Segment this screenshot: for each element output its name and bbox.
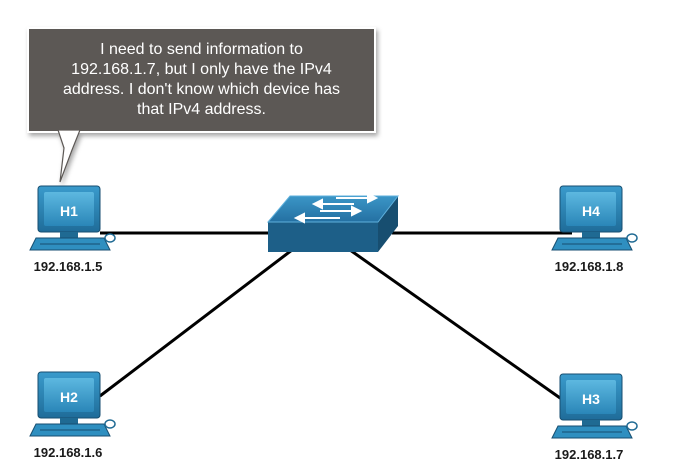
speech-bubble-text: I need to send information to 192.168.1.… <box>30 30 373 130</box>
message-line-3: address. I don't know which device has <box>63 81 340 98</box>
host-h1-icon <box>29 185 116 251</box>
host-h2-icon <box>29 371 116 437</box>
host-h3-name: H3 <box>582 391 600 407</box>
switch-icon <box>266 192 400 252</box>
host-h1-ip: 192.168.1.5 <box>33 259 103 274</box>
host-h2-name: H2 <box>60 389 78 405</box>
network-links <box>99 231 572 407</box>
link-switch-h3 <box>349 248 571 407</box>
message-line-4: that IPv4 address. <box>137 101 266 118</box>
host-h2-ip: 192.168.1.6 <box>33 445 103 460</box>
speech-bubble <box>27 27 376 183</box>
link-switch-h2 <box>99 248 293 398</box>
host-h4-name: H4 <box>582 203 600 219</box>
message-line-2: 192.168.1.7, but I only have the IPv4 <box>71 61 332 78</box>
message-line-1: I need to send information to <box>100 41 303 58</box>
host-h4-ip: 192.168.1.8 <box>554 259 624 274</box>
host-h4-icon <box>551 185 638 251</box>
host-h3-ip: 192.168.1.7 <box>554 447 624 462</box>
host-h3-icon <box>551 373 638 439</box>
host-h1-name: H1 <box>60 203 78 219</box>
